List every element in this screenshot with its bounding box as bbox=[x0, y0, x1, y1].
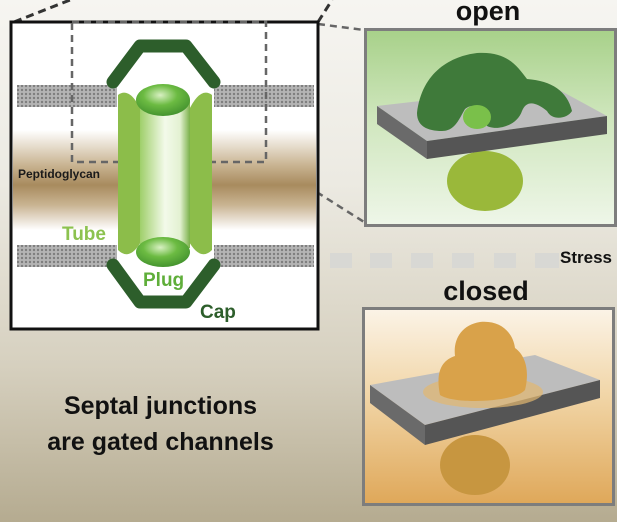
closed-cap-protein bbox=[438, 321, 527, 402]
closed-slab-front bbox=[370, 385, 425, 445]
outer-membrane-right bbox=[214, 85, 314, 107]
cap-top bbox=[106, 39, 221, 89]
open-slab-side bbox=[427, 116, 607, 159]
outer-membrane-left bbox=[17, 85, 117, 107]
tube-right bbox=[188, 92, 212, 255]
open-cap-protein bbox=[417, 52, 572, 131]
caption-line-2: are gated channels bbox=[47, 428, 274, 456]
projection-lines bbox=[13, 0, 334, 24]
tube-core bbox=[140, 100, 190, 248]
label-cap: Cap bbox=[200, 302, 236, 323]
caption-line-1: Septal junctions bbox=[63, 392, 258, 420]
tube-left bbox=[118, 92, 142, 255]
closed-slab-side bbox=[425, 380, 600, 445]
inner-membrane-left bbox=[17, 245, 117, 267]
plug-bottom bbox=[136, 237, 190, 267]
zoom-region bbox=[70, 20, 268, 164]
open-lower-protein bbox=[447, 151, 523, 211]
label-tube: Tube bbox=[62, 224, 106, 245]
open-title: open bbox=[455, 0, 521, 26]
stress-divider bbox=[330, 253, 559, 268]
closed-title: closed bbox=[443, 276, 529, 306]
closed-lower-protein bbox=[440, 435, 510, 495]
figure-caption: Septal junctions are gated channels bbox=[18, 388, 303, 460]
cap-bottom bbox=[106, 258, 221, 309]
open-slab-front bbox=[377, 106, 427, 159]
open-plug bbox=[463, 105, 491, 129]
closed-structure-render bbox=[362, 307, 615, 506]
open-structure-render bbox=[364, 28, 617, 227]
inner-membrane-right bbox=[214, 245, 314, 267]
plug-top bbox=[136, 84, 190, 116]
label-peptidoglycan: Peptidoglycan bbox=[18, 167, 100, 181]
stress-label: Stress bbox=[560, 248, 612, 267]
label-plug: Plug bbox=[143, 270, 184, 291]
